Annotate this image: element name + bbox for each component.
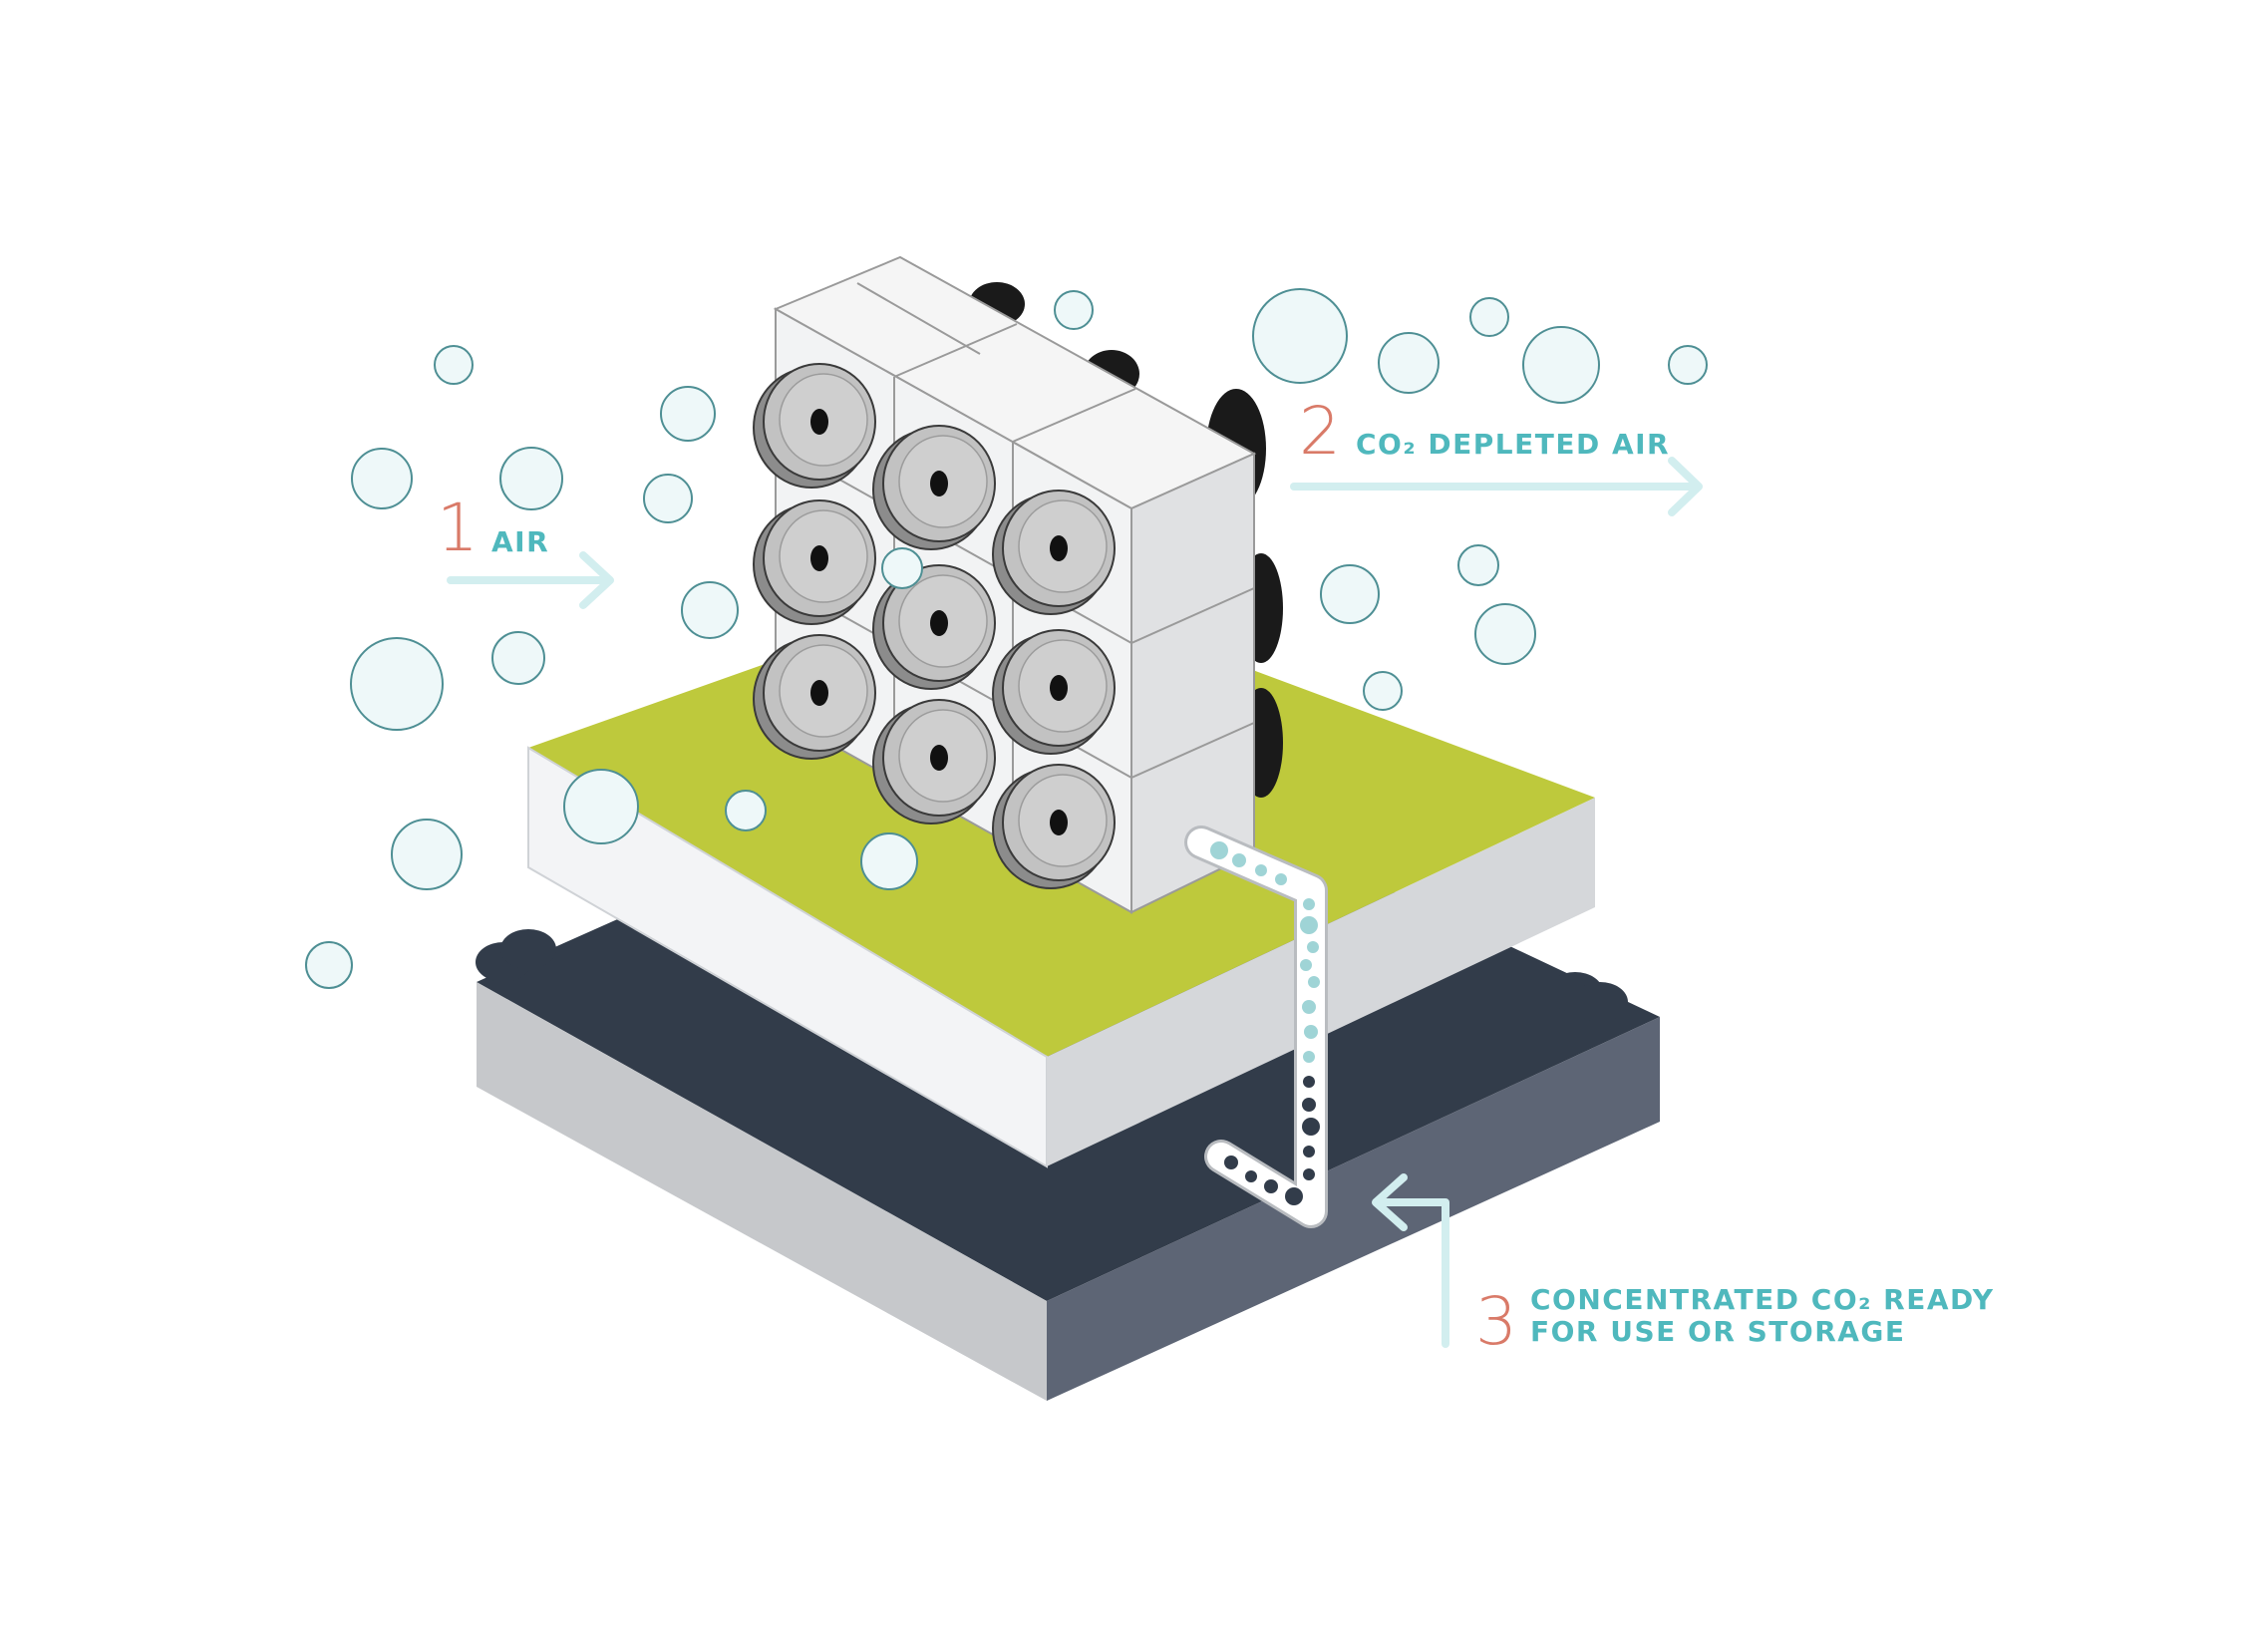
storage-base-front: [477, 982, 1047, 1401]
co2-particle: [1308, 976, 1320, 988]
fan-icon: [872, 699, 996, 825]
co2-particle: [1255, 864, 1267, 876]
co2-particle: [1302, 1118, 1320, 1136]
step-1-number: 1: [437, 490, 479, 566]
co2-particle: [1300, 959, 1312, 971]
fan-icon: [872, 425, 996, 550]
air-bubbles: [305, 288, 1708, 989]
air-bubble-icon: [391, 819, 463, 890]
air-bubble-icon: [1668, 345, 1708, 385]
co2-particle: [1303, 898, 1315, 910]
fan-icon: [753, 634, 876, 760]
air-bubble-icon: [1252, 288, 1348, 384]
fan-icon: [753, 363, 876, 489]
air-bubble-icon: [350, 637, 444, 731]
air-bubble-icon: [563, 769, 639, 844]
co2-particle: [1224, 1156, 1238, 1169]
step-2-label: CO₂ DEPLETED AIR: [1356, 428, 1670, 461]
co2-particle: [1303, 1051, 1315, 1063]
co2-flow-pipe-icon: [1184, 826, 1328, 1228]
base-bump: [1572, 982, 1628, 1022]
co2-particle: [1307, 941, 1319, 953]
air-bubble-icon: [499, 447, 563, 510]
air-bubble-icon: [1320, 564, 1380, 624]
air-bubble-icon: [434, 345, 474, 385]
step-1-air: 1 AIR: [437, 490, 614, 609]
air-bubble-icon: [860, 832, 918, 890]
co2-particle: [1285, 1187, 1303, 1205]
co2-particle: [1264, 1179, 1278, 1193]
collector-stack: [753, 255, 1283, 914]
arrow-up-left-icon: [1372, 1173, 1449, 1348]
base-bump: [500, 929, 556, 969]
air-bubble-icon: [1469, 297, 1509, 337]
air-bubble-icon: [881, 547, 923, 589]
co2-particle: [1304, 1025, 1318, 1039]
air-bubble-icon: [1457, 544, 1499, 586]
air-bubble-icon: [491, 631, 545, 685]
fan-icon: [992, 764, 1116, 889]
air-bubble-icon: [660, 386, 716, 442]
co2-particle: [1232, 853, 1246, 867]
air-bubble-icon: [681, 581, 739, 639]
co2-particle: [1300, 916, 1318, 934]
co2-particle: [1245, 1170, 1257, 1182]
arrow-right-icon: [1290, 457, 1703, 516]
co2-particle: [1303, 1168, 1315, 1180]
step-3-label-line-1: CONCENTRATED CO₂ READY: [1530, 1283, 1994, 1316]
co2-particle: [1303, 1076, 1315, 1088]
air-bubble-icon: [643, 474, 693, 523]
air-bubble-icon: [725, 790, 767, 831]
fan-icon: [992, 629, 1116, 755]
air-bubble-icon: [351, 448, 413, 509]
base-bumps: [476, 929, 1628, 1022]
step-3-concentrated-co2: 3 CONCENTRATED CO₂ READY FOR USE OR STOR…: [1372, 1173, 1994, 1360]
arrow-right-icon: [447, 551, 614, 609]
step-3-label-line-2: FOR USE OR STORAGE: [1530, 1315, 1906, 1348]
storage-base-right: [1047, 1017, 1660, 1401]
fan-icon: [753, 499, 876, 625]
co2-particle: [1275, 873, 1287, 885]
co2-particle: [1210, 841, 1228, 859]
co2-particle: [1302, 1000, 1316, 1014]
co2-particle: [1302, 1098, 1316, 1112]
air-bubble-icon: [1363, 671, 1403, 711]
air-bubble-icon: [1522, 326, 1600, 404]
fan-icon: [872, 564, 996, 690]
step-3-number: 3: [1475, 1283, 1517, 1360]
step-2-number: 2: [1299, 393, 1341, 470]
air-bubble-icon: [1474, 603, 1536, 665]
step-2-depleted-air: 2 CO₂ DEPLETED AIR: [1290, 393, 1703, 516]
pipe-co2-particles: [1210, 841, 1320, 1205]
step-1-label: AIR: [491, 525, 549, 558]
air-bubble-icon: [1378, 332, 1440, 394]
co2-particle: [1303, 1146, 1315, 1157]
air-bubble-icon: [1054, 290, 1094, 330]
air-bubble-icon: [305, 941, 353, 989]
fan-icon: [992, 490, 1116, 615]
fan-grid: [753, 363, 1116, 889]
